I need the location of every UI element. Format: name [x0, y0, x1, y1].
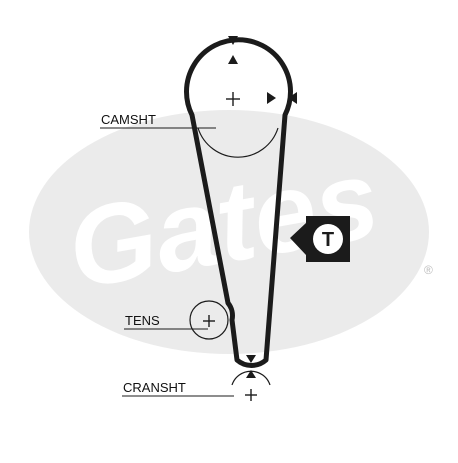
triangle-marker-icon — [288, 92, 297, 104]
plus-icon — [226, 92, 240, 106]
timing-belt — [184, 37, 293, 368]
watermark-registered: ® — [424, 263, 433, 277]
tensioner-pulley — [189, 300, 229, 340]
plus-icon — [245, 389, 257, 401]
plus-icon — [203, 315, 215, 327]
tensioner-pulley-circle — [189, 300, 229, 340]
camshaft-pulley — [197, 36, 297, 158]
camshaft-label: CAMSHT — [101, 112, 156, 127]
triangle-marker-icon — [246, 355, 256, 363]
camshaft-pulley-arc — [197, 127, 279, 158]
triangle-marker-icon — [267, 92, 276, 104]
triangle-marker-icon — [228, 36, 238, 45]
triangle-marker-icon — [228, 55, 238, 64]
tension-badge: T — [290, 216, 350, 262]
tensioner-label: TENS — [125, 313, 160, 328]
crankshaft-pulley — [231, 355, 271, 401]
tension-badge-letter: T — [322, 229, 334, 251]
crankshaft-label: CRANSHT — [123, 380, 186, 395]
triangle-marker-icon — [246, 370, 256, 378]
watermark-oval — [29, 110, 429, 354]
tension-badge-circle — [313, 224, 343, 254]
